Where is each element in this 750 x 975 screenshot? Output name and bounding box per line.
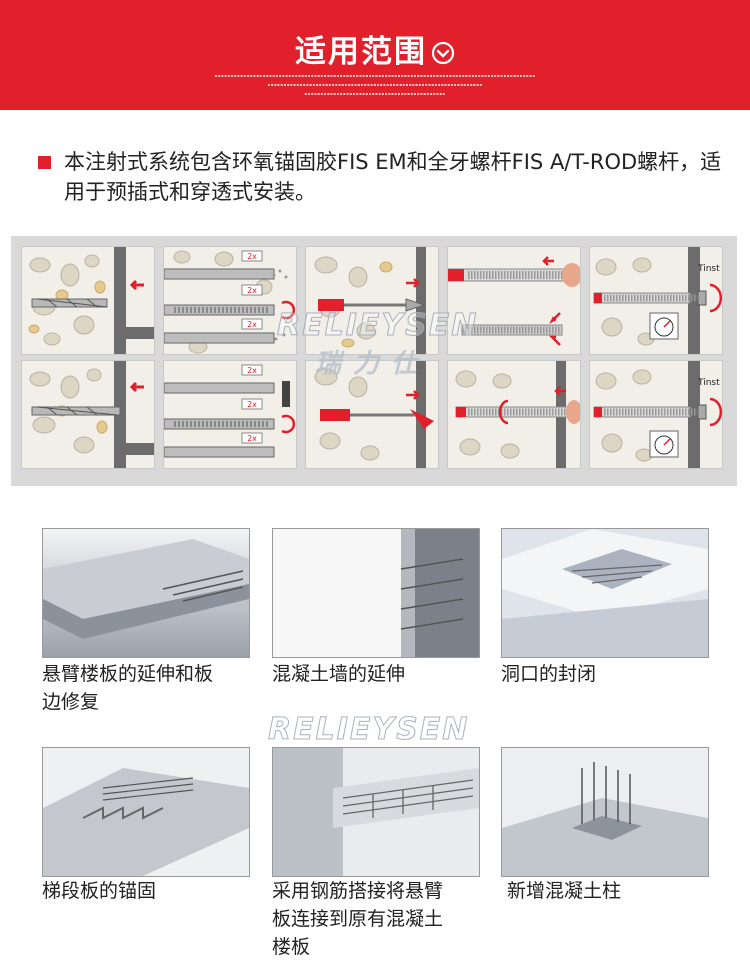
repeat-label: 2x <box>247 400 257 409</box>
step-clean-hole: 2x 2x 2x <box>163 246 297 355</box>
application-photo-new-column <box>501 747 709 877</box>
watermark-cn: 瑞力仕 <box>314 349 429 379</box>
caption-new-column: 新增混凝土柱 <box>507 877 727 905</box>
caption-line: 混凝土墙的延伸 <box>272 663 406 685</box>
apply-torque-through-diagram: Tinst <box>590 361 722 468</box>
repeat-label: 2x <box>247 366 257 375</box>
section-title-text: 适用范围 <box>295 34 427 70</box>
caption-line: 采用钢筋搭接将悬臂 <box>272 880 444 902</box>
step-drill-hole-through <box>21 360 155 469</box>
application-photo-rebar-lap-splice <box>272 747 480 877</box>
caption-line: 悬臂楼板的延伸和板 <box>42 663 214 685</box>
caption-line: 新增混凝土柱 <box>507 880 622 902</box>
caption-wall-extension: 混凝土墙的延伸 <box>272 660 492 688</box>
watermark-en: RELIEYSEN <box>277 308 479 344</box>
step-clean-hole-through: 2x 2x 2x <box>163 360 297 469</box>
caption-line: 边修复 <box>42 691 100 713</box>
clean-hole-diagram: 2x 2x 2x <box>164 247 296 354</box>
new-column-illustration <box>502 748 708 876</box>
step-drill-hole <box>21 246 155 355</box>
wall-extension-illustration <box>273 529 479 657</box>
step-apply-torque-through: Tinst <box>589 360 723 469</box>
installation-steps-panel: 2x 2x 2x <box>11 236 737 486</box>
step-insert-rod-through <box>447 360 581 469</box>
torque-label: Tinst <box>697 264 720 274</box>
application-photo-wall-extension <box>272 528 480 658</box>
cantilever-slab-illustration <box>43 529 249 657</box>
caption-line: 楼板 <box>272 936 311 958</box>
section-title: 适用范围 <box>0 26 750 71</box>
repeat-label: 2x <box>247 320 257 329</box>
brand-watermark: RELIEYSEN 瑞力仕 <box>277 308 479 380</box>
insert-rod-diagram <box>448 247 580 354</box>
insert-rod-through-diagram <box>448 361 580 468</box>
caption-rebar-lap-splice: 采用钢筋搭接将悬臂 板连接到原有混凝土 楼板 <box>272 877 492 961</box>
decor-fine-print: ▪▪▪▪▪▪▪▪▪▪▪▪▪▪▪▪▪▪▪▪▪▪▪▪▪▪▪▪▪▪▪▪▪▪▪▪▪▪▪▪… <box>214 73 536 78</box>
step-inject-mortar <box>305 246 439 355</box>
intro-block: 本注射式系统包含环氧锚固胶FIS EM和全牙螺杆FIS A/T-ROD螺杆，适用… <box>38 147 728 207</box>
watermark-en: RELIEYSEN <box>268 712 470 748</box>
drill-hole-through-diagram <box>22 361 154 468</box>
apply-torque-diagram: Tinst <box>590 247 722 354</box>
caption-opening-closure: 洞口的封闭 <box>501 660 721 688</box>
drill-hole-diagram <box>22 247 154 354</box>
caption-cantilever-slab: 悬臂楼板的延伸和板 边修复 <box>42 660 262 716</box>
inject-mortar-through-diagram <box>306 361 438 468</box>
application-photo-cantilever-slab <box>42 528 250 658</box>
step-inject-mortar-through <box>305 360 439 469</box>
step-insert-rod <box>447 246 581 355</box>
torque-label: Tinst <box>697 378 720 388</box>
decor-fine-print: ▪▪▪▪▪▪▪▪▪▪▪▪▪▪▪▪▪▪▪▪▪▪▪▪▪▪▪▪▪▪▪▪▪▪▪▪▪▪▪▪… <box>267 82 483 87</box>
caption-line: 洞口的封闭 <box>501 663 597 685</box>
intro-text: 本注射式系统包含环氧锚固胶FIS EM和全牙螺杆FIS A/T-ROD螺杆，适用… <box>64 150 722 204</box>
repeat-label: 2x <box>247 286 257 295</box>
chevron-down-circle-icon <box>431 37 455 65</box>
bullet-square-icon <box>38 156 51 169</box>
decor-fine-print: ▪▪▪▪▪▪▪▪▪▪▪▪▪▪▪▪▪▪▪▪▪▪▪▪▪▪▪▪▪▪▪▪▪▪▪▪▪▪▪▪… <box>304 91 446 96</box>
inject-mortar-diagram <box>306 247 438 354</box>
application-photo-opening-closure <box>501 528 709 658</box>
repeat-label: 2x <box>247 252 257 261</box>
caption-stair-slab: 梯段板的锚固 <box>42 877 262 905</box>
rebar-lap-splice-illustration <box>273 748 479 876</box>
clean-hole-through-diagram: 2x 2x 2x <box>164 361 296 468</box>
step-apply-torque: Tinst <box>589 246 723 355</box>
caption-line: 梯段板的锚固 <box>42 880 157 902</box>
opening-closure-illustration <box>502 529 708 657</box>
application-photo-stair-slab <box>42 747 250 877</box>
caption-line: 板连接到原有混凝土 <box>272 908 444 930</box>
stair-slab-illustration <box>43 748 249 876</box>
header-banner: 适用范围 ▪▪▪▪▪▪▪▪▪▪▪▪▪▪▪▪▪▪▪▪▪▪▪▪▪▪▪▪▪▪▪▪▪▪▪… <box>0 0 750 110</box>
repeat-label: 2x <box>247 434 257 443</box>
